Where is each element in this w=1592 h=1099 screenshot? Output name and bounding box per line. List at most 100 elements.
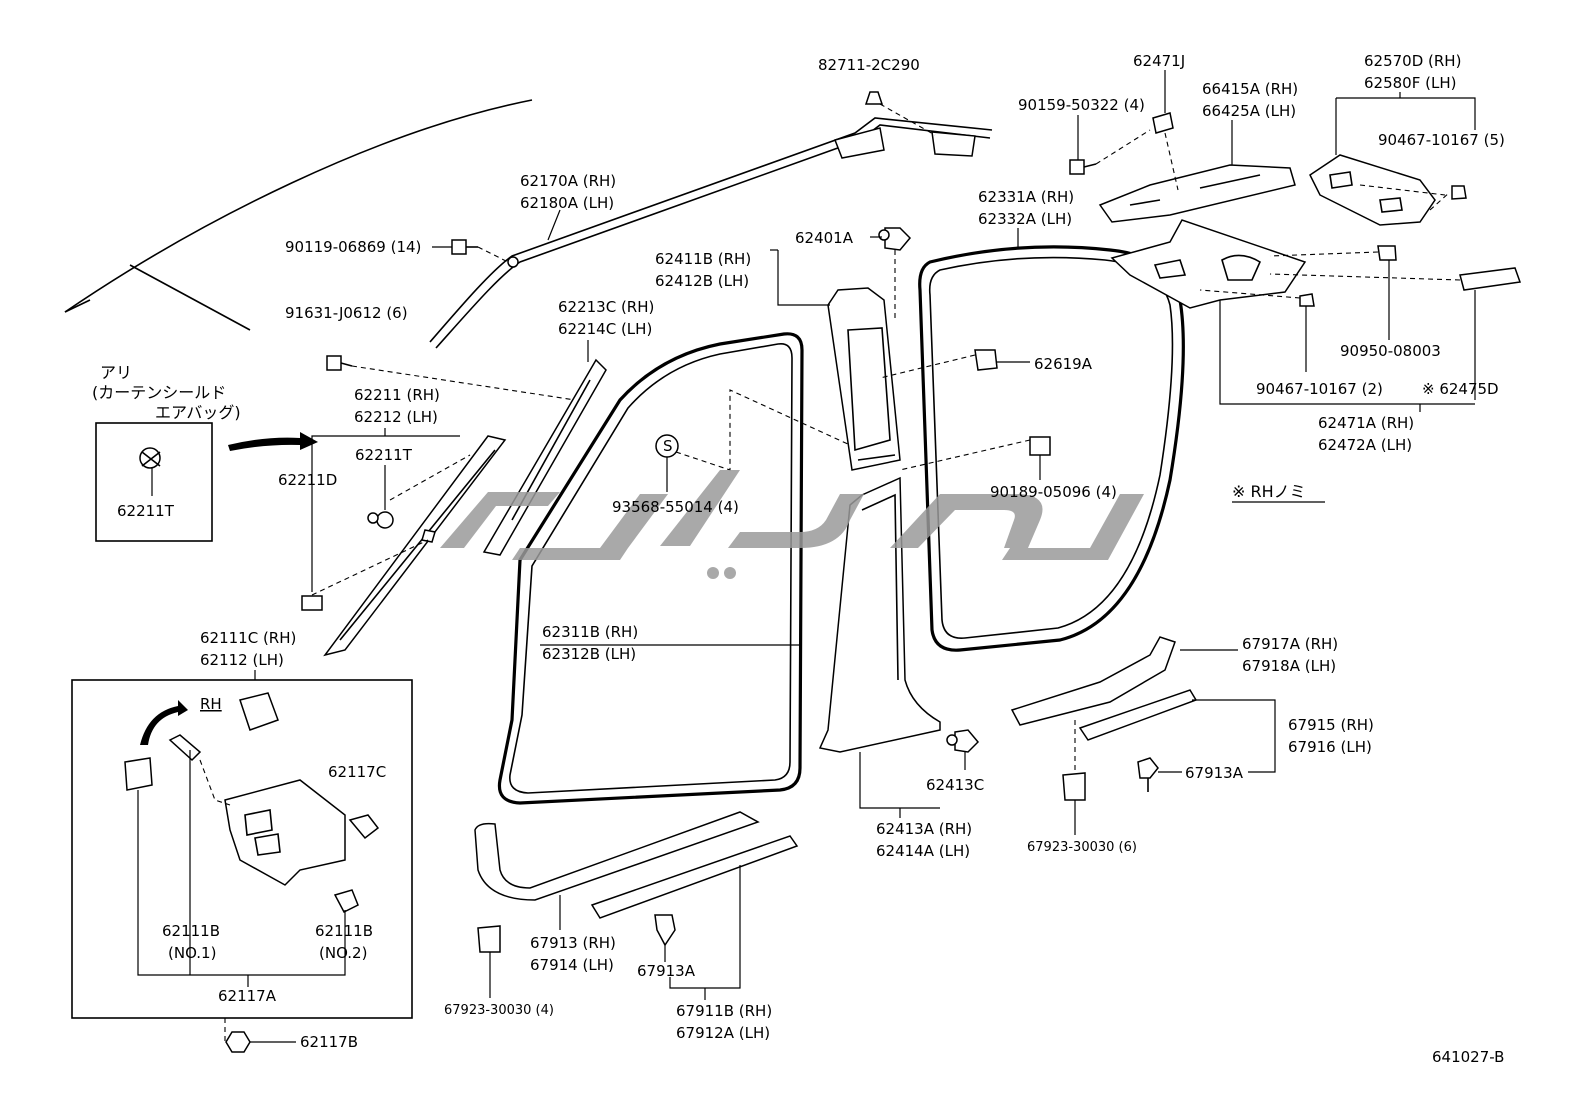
label-62570D: 62570D (RH) bbox=[1364, 52, 1461, 70]
label-62412B: 62412B (LH) bbox=[655, 272, 749, 290]
clip-62211D-icon bbox=[301, 595, 323, 611]
airbag-clip-box bbox=[95, 422, 213, 542]
label-67914: 67914 (LH) bbox=[530, 956, 614, 974]
label-62117A: 62117A bbox=[218, 987, 277, 1005]
bolt-90119-icon bbox=[432, 239, 509, 263]
front-pillar-garnish-part bbox=[311, 435, 507, 657]
label-rh: RH bbox=[200, 695, 222, 713]
clip-90467-5-icon bbox=[1451, 185, 1467, 200]
label-62117B: 62117B bbox=[300, 1033, 358, 1051]
part-labels: 82711-2C290 62471J 62570D (RH) 62580F (L… bbox=[117, 52, 1505, 1066]
label-62331A: 62331A (RH) bbox=[978, 188, 1074, 206]
label-62213C: 62213C (RH) bbox=[558, 298, 654, 316]
label-67913A-left: 67913A bbox=[637, 962, 696, 980]
label-62111B-2-no: (NO.2) bbox=[319, 944, 367, 962]
airbag-note-line1: アリ bbox=[100, 363, 132, 382]
label-62414A: 62414A (LH) bbox=[876, 842, 970, 860]
clip-91631-icon bbox=[326, 355, 576, 401]
label-62211: 62211 (RH) bbox=[354, 386, 440, 404]
clip-67913A-left-icon bbox=[654, 914, 676, 962]
label-62332A: 62332A (LH) bbox=[978, 210, 1072, 228]
label-62413C: 62413C bbox=[926, 776, 984, 794]
clip-62619A-icon bbox=[879, 349, 1030, 379]
label-67923-4: 67923-30030 (4) bbox=[444, 1003, 554, 1018]
nut-62117B-icon bbox=[225, 1031, 296, 1053]
quarter-trim-part bbox=[1110, 219, 1307, 309]
label-82711: 82711-2C290 bbox=[818, 56, 920, 74]
label-67912A: 67912A (LH) bbox=[676, 1024, 770, 1042]
label-67923-6: 67923-30030 (6) bbox=[1027, 840, 1137, 855]
label-67913: 67913 (RH) bbox=[530, 934, 616, 952]
label-62214C: 62214C (LH) bbox=[558, 320, 652, 338]
label-90189: 90189-05096 (4) bbox=[990, 483, 1117, 501]
clip-90467-2-icon bbox=[1199, 289, 1315, 372]
curtain-airbag-part bbox=[429, 117, 993, 349]
bolt-90159-icon bbox=[1069, 115, 1151, 175]
label-67918A: 67918A (LH) bbox=[1242, 657, 1336, 675]
label-62111C: 62111C (RH) bbox=[200, 629, 296, 647]
label-62401A: 62401A bbox=[795, 229, 854, 247]
rh-only-note: ※ RHノミ bbox=[1232, 482, 1306, 501]
label-66415A: 66415A (RH) bbox=[1202, 80, 1298, 98]
leader-lines bbox=[137, 92, 1476, 1000]
airbag-note-line2: (カーテンシールド bbox=[92, 383, 226, 402]
label-62211T-b: 62211T bbox=[117, 502, 175, 520]
label-62471J: 62471J bbox=[1133, 52, 1185, 70]
clip-67923-6-icon bbox=[1062, 772, 1086, 835]
label-62580F: 62580F (LH) bbox=[1364, 74, 1456, 92]
label-62117C: 62117C bbox=[328, 763, 386, 781]
spacer-62475D-part bbox=[1269, 267, 1522, 400]
bracket-62471A bbox=[1219, 300, 1475, 412]
clip-62413C-icon bbox=[946, 729, 980, 770]
label-62471A: 62471A (RH) bbox=[1318, 414, 1414, 432]
front-door-weatherstrip-part bbox=[497, 332, 804, 805]
label-67916: 67916 (LH) bbox=[1288, 738, 1372, 756]
label-62111B-1: 62111B bbox=[162, 922, 220, 940]
label-90467-5: 90467-10167 (5) bbox=[1378, 131, 1505, 149]
label-62111B-1-no: (NO.1) bbox=[168, 944, 216, 962]
label-90950: 90950-08003 bbox=[1340, 342, 1441, 360]
front-door-scuff-plate-part bbox=[474, 811, 760, 901]
package-tray-side-trim-part bbox=[1309, 154, 1451, 226]
label-62211D: 62211D bbox=[278, 471, 337, 489]
screw-93568-icon bbox=[655, 389, 851, 492]
roof-side-trim-part bbox=[1098, 164, 1296, 223]
diagram-code: 641027-B bbox=[1432, 1048, 1504, 1066]
label-62211T-a: 62211T bbox=[355, 446, 413, 464]
label-67915: 67915 (RH) bbox=[1288, 716, 1374, 734]
scuff-plate-67911B-part bbox=[590, 835, 799, 919]
watermark-logo bbox=[440, 470, 1144, 579]
label-90467-2: 90467-10167 (2) bbox=[1256, 380, 1383, 398]
a-pillar-garnish-part bbox=[482, 358, 607, 556]
clip-82711-icon bbox=[864, 91, 936, 136]
clip-62471J-icon bbox=[1152, 70, 1179, 191]
front-scuff-plate-part bbox=[1010, 636, 1176, 726]
label-67911B: 67911B (RH) bbox=[676, 1002, 772, 1020]
label-62111B-2: 62111B bbox=[315, 922, 373, 940]
label-62472A: 62472A (LH) bbox=[1318, 436, 1412, 454]
label-67913A-right: 67913A bbox=[1185, 764, 1244, 782]
label-93568: 93568-55014 (4) bbox=[612, 498, 739, 516]
clip-67913A-right-icon bbox=[1137, 757, 1182, 792]
airbag-note-line3: エアバッグ) bbox=[155, 403, 241, 422]
direction-arrow-icon bbox=[228, 432, 318, 451]
clip-62211T-icon bbox=[367, 465, 394, 529]
cowl-side-trim-box bbox=[71, 679, 413, 1045]
label-62619A: 62619A bbox=[1034, 355, 1093, 373]
label-62112: 62112 (LH) bbox=[200, 651, 284, 669]
clip-90950-icon bbox=[1269, 245, 1397, 340]
center-pillar-upper-garnish-part bbox=[827, 287, 901, 471]
clip-67923-4-icon bbox=[477, 925, 501, 998]
label-62411B: 62411B (RH) bbox=[655, 250, 751, 268]
clip-90189-icon bbox=[899, 436, 1051, 480]
roof-outline bbox=[64, 99, 533, 331]
label-67917A: 67917A (RH) bbox=[1242, 635, 1338, 653]
label-62170A: 62170A (RH) bbox=[520, 172, 616, 190]
label-62180A: 62180A (LH) bbox=[520, 194, 614, 212]
label-62311B: 62311B (RH) bbox=[542, 623, 638, 641]
center-pillar-lower-garnish-part bbox=[818, 476, 941, 753]
japanese-notes: アリ (カーテンシールド エアバッグ) ※ RHノミ bbox=[92, 363, 1325, 503]
label-90119: 90119-06869 (14) bbox=[285, 238, 421, 256]
